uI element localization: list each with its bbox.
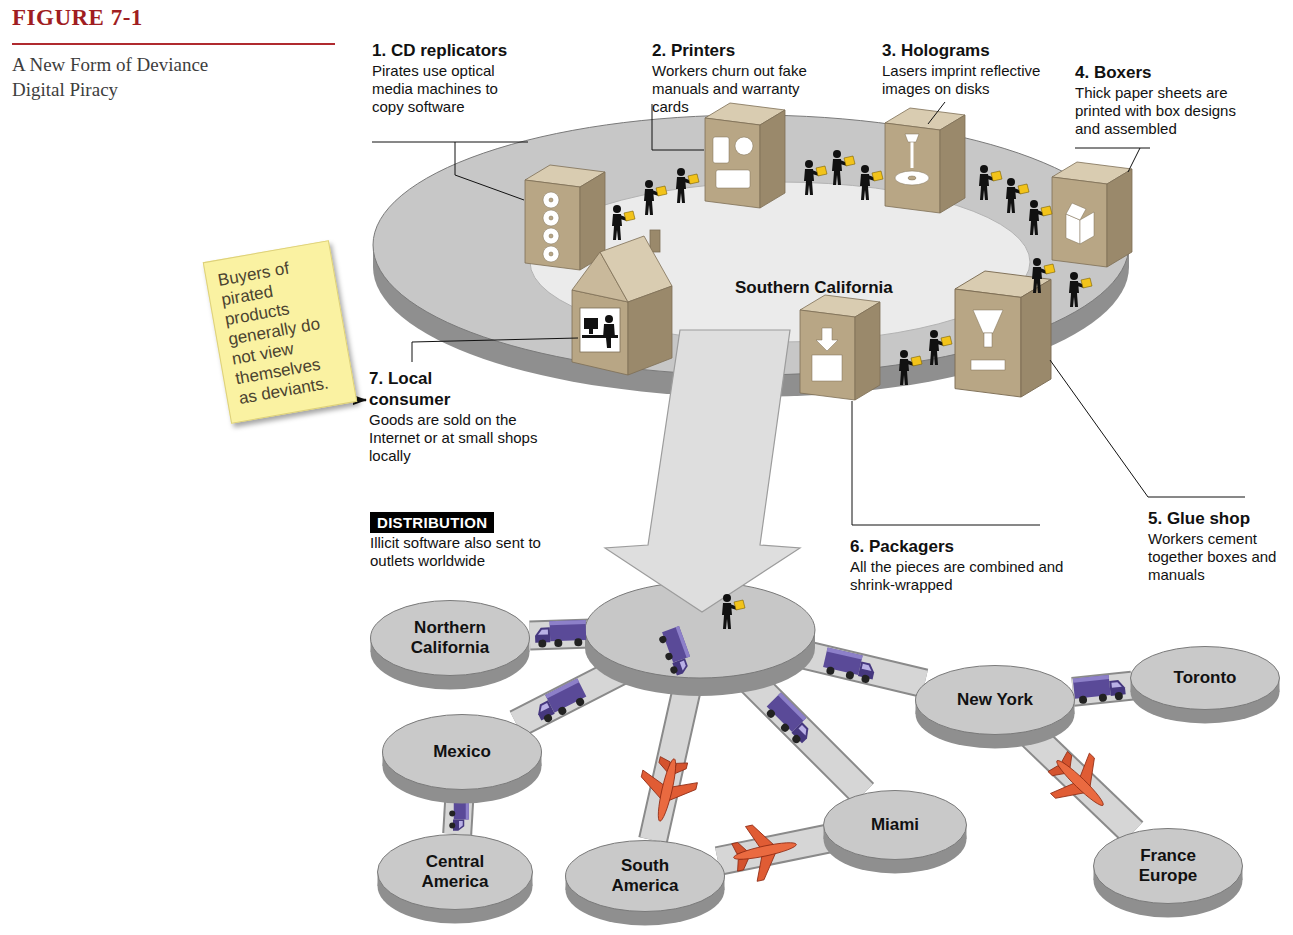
city-disk: South America: [565, 840, 725, 926]
station-heading: 1. CD replicators: [372, 40, 522, 61]
title-rule: [12, 43, 335, 45]
truck: [535, 620, 587, 648]
boxer-station: [1052, 162, 1132, 267]
station-label: 7. Local consumerGoods are sold on the I…: [366, 368, 569, 465]
city-name-block: Miami: [871, 815, 919, 835]
printer-station: [705, 103, 785, 208]
plane: [633, 753, 702, 828]
city-name: Central America: [410, 852, 500, 892]
city-disk: Miami: [823, 790, 967, 874]
disk-top: [566, 841, 725, 912]
banner-text: Illicit software also sent to outlets wo…: [370, 534, 585, 570]
city-name-block: France Europe: [1133, 846, 1203, 886]
truck: [822, 647, 878, 684]
city-disk: France Europe: [1093, 828, 1243, 918]
disk-top: [371, 601, 530, 676]
city-name: Northern California: [400, 618, 500, 658]
station-text: Pirates use optical media machines to co…: [372, 62, 522, 116]
workers: [612, 150, 1092, 385]
city-disk: New York: [915, 665, 1075, 749]
station-icons: [543, 134, 1094, 381]
city-disk: Northern California: [370, 600, 530, 690]
hologram-station: [885, 108, 965, 213]
stations: [525, 103, 1132, 400]
station-heading: 2. Printers: [652, 40, 837, 61]
plane: [728, 817, 802, 885]
cd-replicator-station: [525, 165, 605, 270]
region-name-block: Southern California: [735, 277, 893, 298]
station-label: 2. PrintersWorkers churn out fake manual…: [649, 40, 837, 116]
disk-top: [383, 715, 542, 790]
trucks: [449, 620, 1126, 831]
station-text: Workers churn out fake manuals and warra…: [652, 62, 837, 116]
region-platform: Southern California: [373, 115, 1129, 397]
city-disk: Toronto: [1130, 646, 1280, 724]
city-name-block: South America: [600, 856, 690, 896]
city-name-block: Northern California: [400, 618, 500, 658]
road-edge: [1028, 732, 1133, 833]
disk-top: [1094, 829, 1243, 904]
city-name-block: Toronto: [1174, 668, 1237, 688]
figure-title: FIGURE 7-1: [12, 4, 143, 32]
packager-station: [800, 295, 880, 400]
plane: [1038, 741, 1123, 826]
station-label: 1. CD replicatorsPirates use optical med…: [369, 40, 522, 116]
leader-lines: [372, 102, 1245, 525]
region-name: Southern California: [735, 277, 893, 298]
truck: [532, 679, 589, 725]
station-text: Goods are sold on the Internet or at sma…: [369, 411, 569, 465]
sticky-note: Buyers of pirated products generally do …: [203, 240, 358, 424]
station-label: 6. PackagersAll the pieces are combined …: [847, 536, 1090, 594]
disk-top: [916, 666, 1075, 735]
city-name: New York: [957, 690, 1033, 710]
city-name-block: Central America: [410, 852, 500, 892]
disk-top: [824, 791, 967, 860]
city-name: Mexico: [433, 742, 491, 762]
disk-top: [378, 835, 533, 910]
road-route: [1028, 732, 1133, 833]
truck: [657, 626, 695, 677]
road-surface: [1028, 732, 1133, 833]
station-label: 3. HologramsLasers imprint reflective im…: [879, 40, 1067, 98]
station-text: Workers cement together boxes and manual…: [1148, 530, 1286, 584]
station-heading: 4. Boxers: [1075, 62, 1240, 83]
station-text: Lasers imprint reflective images on disk…: [882, 62, 1067, 98]
distribution-banner: DISTRIBUTIONIllicit software also sent t…: [367, 512, 585, 570]
station-heading: 3. Holograms: [882, 40, 1067, 61]
station-heading: 6. Packagers: [850, 536, 1090, 557]
city-name: Toronto: [1174, 668, 1237, 688]
figure-caption: A New Form of Deviance Digital Piracy: [12, 52, 237, 102]
city-name-block: Mexico: [433, 742, 491, 762]
banner-heading: DISTRIBUTION: [370, 512, 494, 533]
station-text: Thick paper sheets are printed with box …: [1075, 84, 1240, 138]
city-name: France Europe: [1133, 846, 1203, 886]
city-name: Miami: [871, 815, 919, 835]
city-name: South America: [600, 856, 690, 896]
worker: [722, 594, 745, 629]
city-disk: Central America: [377, 834, 533, 924]
truck: [762, 692, 816, 746]
consumer-house: [572, 230, 672, 375]
pointer-arrow: [357, 400, 366, 401]
station-label: 5. Glue shopWorkers cement together boxe…: [1145, 508, 1286, 584]
station-text: All the pieces are combined and shrink-w…: [850, 558, 1090, 594]
city-disk: Mexico: [382, 714, 542, 804]
station-heading: 5. Glue shop: [1148, 508, 1286, 529]
note-text: Buyers of pirated products generally do …: [216, 253, 345, 409]
truck: [1073, 673, 1126, 704]
station-heading: 7. Local consumer: [369, 368, 461, 410]
disk-top: [1131, 647, 1280, 710]
city-name-block: New York: [957, 690, 1033, 710]
glue-station: [955, 271, 1051, 397]
arrow-line: [357, 399, 366, 402]
station-label: 4. BoxersThick paper sheets are printed …: [1072, 62, 1240, 138]
